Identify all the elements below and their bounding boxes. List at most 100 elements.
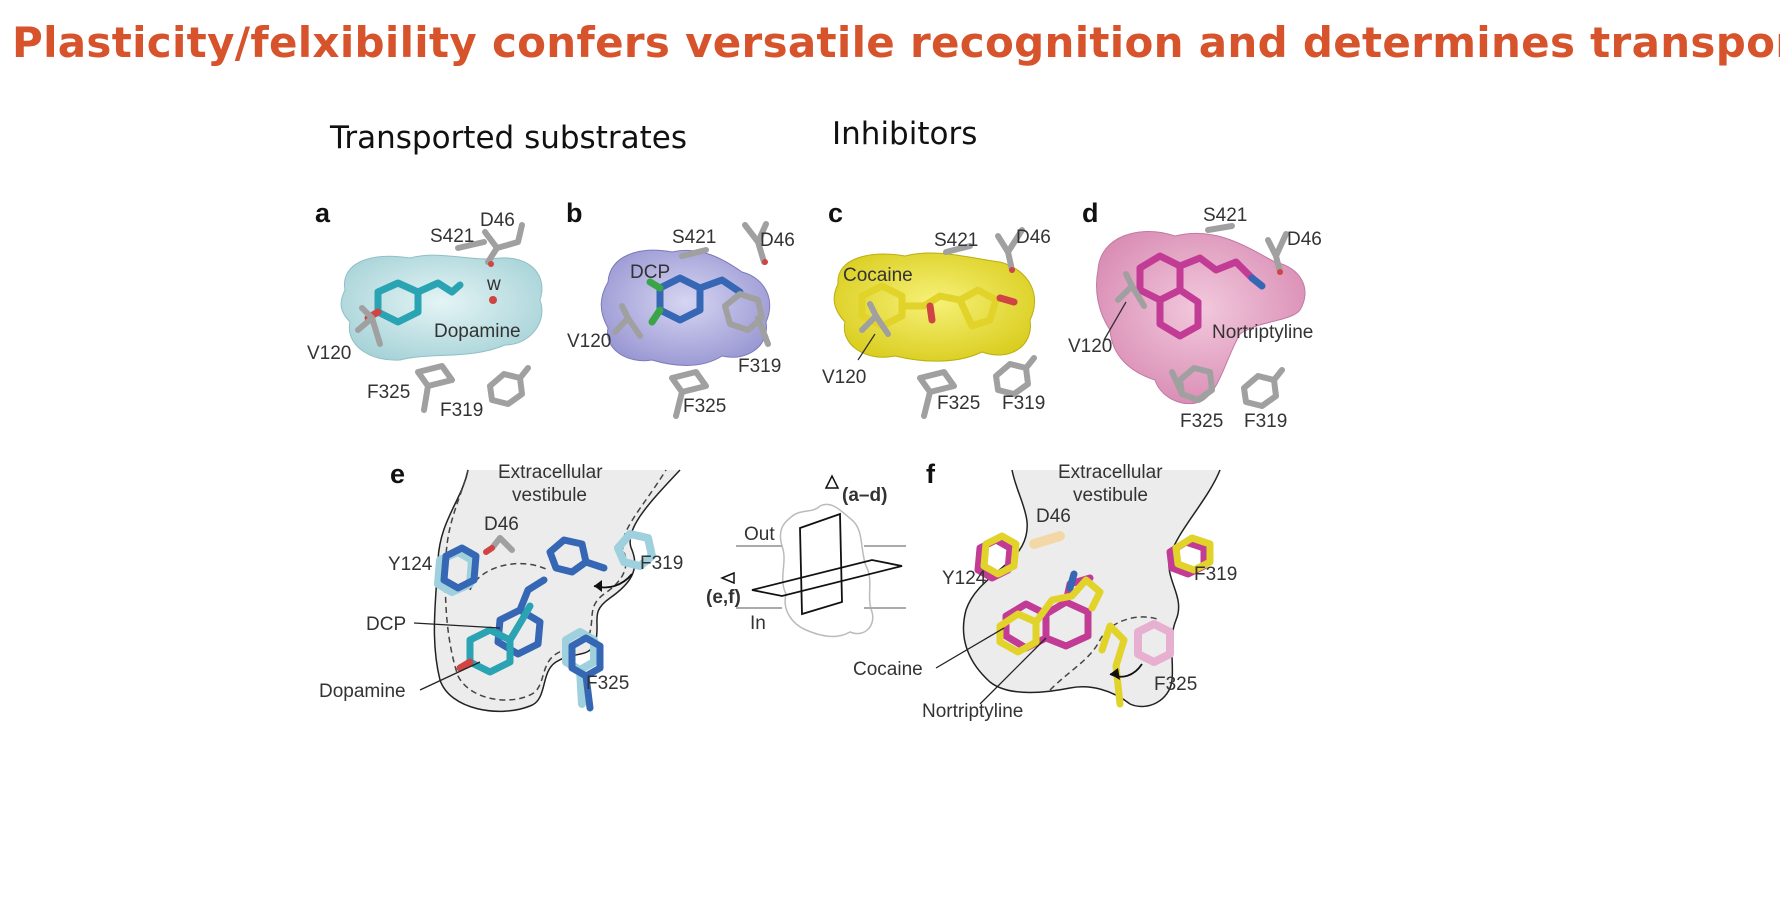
label-s421: S421 — [430, 226, 474, 247]
panel-letter-e: e — [390, 459, 405, 489]
residue-d46 — [482, 222, 525, 265]
label-f319-f: F319 — [1194, 564, 1237, 585]
label-s421: S421 — [934, 230, 978, 251]
residue-s421 — [455, 239, 487, 251]
panel-letter-d: d — [1082, 198, 1099, 228]
label-y124-e: Y124 — [388, 554, 433, 575]
label-d46: D46 — [480, 210, 515, 231]
label-f319-e: F319 — [640, 553, 683, 574]
label-view-top: (a–d) — [842, 485, 887, 506]
residue-s421 — [679, 247, 709, 259]
label-nortriptyline: Nortriptyline — [1212, 322, 1313, 343]
residue-y124-e — [440, 544, 480, 592]
residue-y124-f-yellow — [980, 532, 1020, 578]
label-f325: F325 — [367, 382, 410, 403]
label-d46-f: D46 — [1036, 506, 1071, 527]
dcp-ligand — [646, 274, 744, 326]
residue-f319-f-yellow — [1172, 534, 1214, 574]
slide-title: Plasticity/felxibility confers versatile… — [12, 18, 1780, 67]
label-f319: F319 — [1002, 393, 1045, 414]
label-vestibule-e: vestibule — [512, 485, 587, 506]
residue-f319-e — [546, 536, 608, 576]
panel-c: c S421 D46 Cocaine V120 F325 F319 — [822, 198, 1051, 419]
residue-d46 — [995, 227, 1025, 273]
dcp-binding-surface — [600, 249, 771, 366]
label-f325: F325 — [683, 396, 726, 417]
label-d46: D46 — [1287, 229, 1322, 250]
view-eye-icon — [720, 571, 735, 585]
residue-s421 — [943, 243, 973, 255]
panel-a: a S421 D46 w Dopamine V120 F325 F319 — [307, 198, 543, 421]
label-f325: F325 — [1180, 411, 1223, 432]
label-s421: S421 — [1203, 205, 1247, 226]
label-v120: V120 — [822, 367, 866, 388]
label-nortriptyline-f: Nortriptyline — [922, 701, 1023, 722]
residue-f325 — [1169, 365, 1215, 403]
panel-e: e Extracellular vestibule D46 Y124 — [319, 459, 683, 713]
label-out: Out — [744, 524, 775, 545]
residue-d46-e — [483, 535, 515, 555]
label-dopamine-e: Dopamine — [319, 681, 406, 702]
nortriptyline-ligand — [1136, 252, 1266, 340]
heading-transported-substrates: Transported substrates — [330, 120, 687, 156]
panel-letter-b: b — [566, 198, 583, 228]
residue-f325 — [669, 369, 709, 419]
label-f325-f: F325 — [1154, 674, 1197, 695]
label-cocaine-f: Cocaine — [853, 659, 923, 680]
label-s421: S421 — [672, 227, 716, 248]
label-f319: F319 — [738, 356, 781, 377]
cocaine-ligand-f — [996, 570, 1104, 656]
label-dcp: DCP — [630, 262, 670, 283]
label-d46: D46 — [760, 230, 795, 251]
label-y124-f: Y124 — [942, 568, 987, 589]
dcp-ligand-e — [494, 576, 548, 658]
label-d46: D46 — [1016, 227, 1051, 248]
label-dopamine: Dopamine — [434, 321, 521, 342]
residue-f325 — [415, 363, 455, 413]
label-in: In — [750, 613, 766, 634]
label-extracellular-f: Extracellular — [1058, 462, 1163, 483]
residue-v120 — [612, 303, 643, 339]
residue-f325-f-light — [1134, 620, 1174, 666]
residue-f319 — [1241, 367, 1285, 409]
residue-d46 — [742, 221, 769, 265]
dopamine-ligand-e — [456, 602, 534, 676]
label-f319: F319 — [1244, 411, 1287, 432]
water-w — [489, 296, 497, 304]
residue-f325 — [917, 369, 957, 419]
residue-v120 — [859, 301, 891, 337]
orientation-inset: (a–d) (e,f) Out In — [706, 474, 906, 638]
panel-f: f Extracellular vestibule D46 Y124 F319 — [853, 459, 1237, 722]
label-v120: V120 — [307, 343, 351, 364]
view-eye-icon — [824, 474, 840, 489]
residue-f319 — [993, 355, 1037, 397]
panel-d: d S421 D46 Nortriptyline V120 F325 F319 — [1068, 198, 1322, 432]
label-v120: V120 — [567, 331, 611, 352]
label-water: w — [486, 274, 501, 295]
panel-b: b S421 D46 DCP V120 F319 F325 — [566, 198, 795, 419]
label-d46-e: D46 — [484, 514, 519, 535]
residue-f325-f — [1098, 622, 1128, 708]
label-dcp-e: DCP — [366, 614, 406, 635]
residue-f319-e-light — [614, 530, 656, 570]
dopamine-binding-surface — [340, 254, 543, 361]
cocaine-binding-surface — [833, 252, 1035, 362]
panel-letter-c: c — [828, 198, 843, 228]
residue-v120 — [355, 305, 383, 347]
label-f325-e: F325 — [586, 673, 629, 694]
residue-f325-e — [568, 634, 604, 712]
residue-v120 — [1115, 271, 1147, 309]
label-view-side: (e,f) — [706, 587, 741, 608]
residue-f319 — [487, 365, 531, 407]
panel-letter-f: f — [926, 459, 936, 489]
label-v120: V120 — [1068, 336, 1112, 357]
label-cocaine: Cocaine — [843, 265, 913, 286]
residue-f319 — [722, 291, 771, 347]
label-extracellular-e: Extracellular — [498, 462, 603, 483]
cocaine-ligand — [858, 282, 1018, 330]
vestibule-outline — [433, 469, 681, 713]
label-vestibule-f: vestibule — [1073, 485, 1148, 506]
label-f319: F319 — [440, 400, 483, 421]
heading-inhibitors: Inhibitors — [832, 116, 978, 152]
